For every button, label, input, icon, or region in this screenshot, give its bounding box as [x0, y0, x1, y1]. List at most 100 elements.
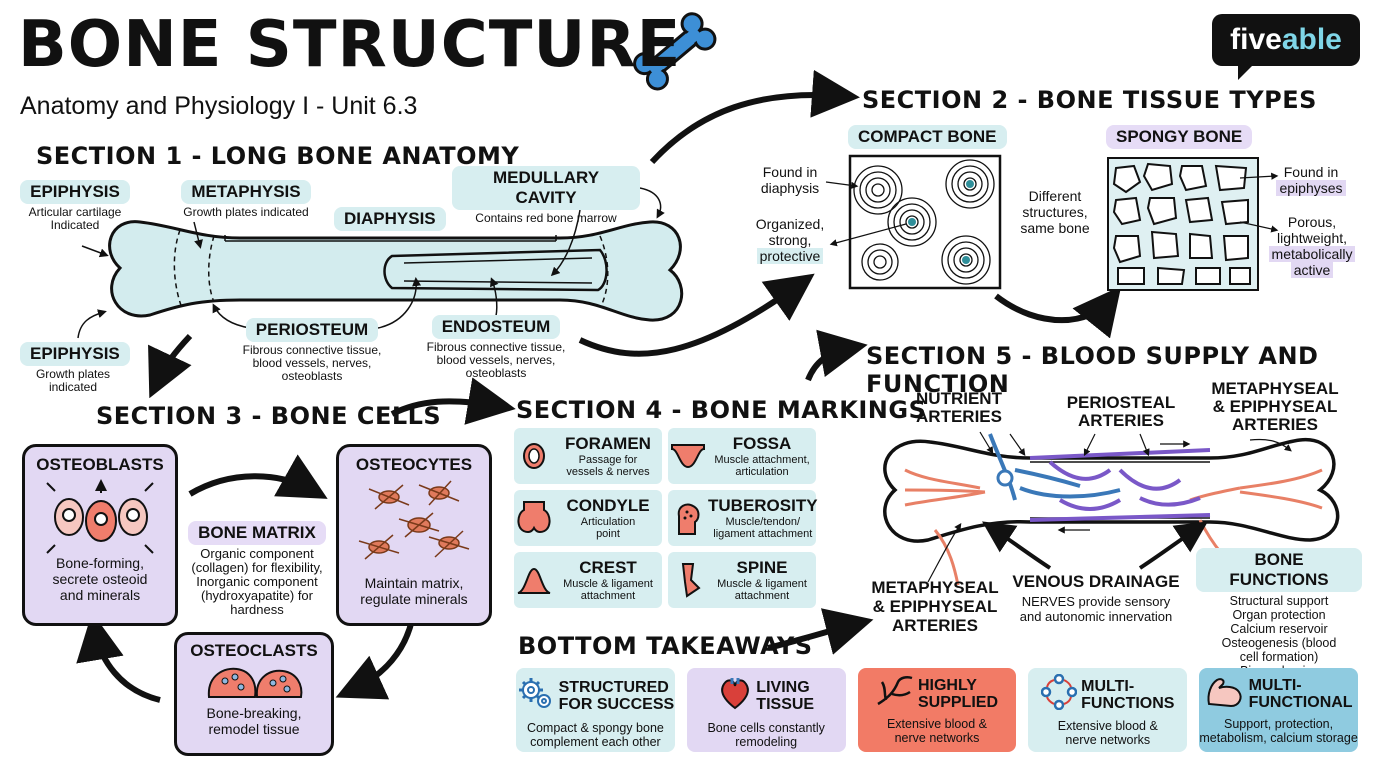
marking-name: FORAMEN — [565, 434, 651, 453]
tissue-middle-line1: Different — [1028, 188, 1082, 204]
epiphysis-bottom-label: EPIPHYSIS Growth plates indicated — [20, 342, 130, 394]
page-title: BONE STRUCTURE — [18, 8, 682, 82]
takeaway-desc-2: complement each other — [530, 735, 661, 749]
takeaway-desc-1: Compact & spongy bone — [526, 721, 664, 735]
spongy-found-line1: Found in — [1283, 164, 1339, 180]
nutrient-line2: ARTERIES — [916, 407, 1002, 426]
osteoblasts-title: OSTEOBLASTS — [36, 455, 164, 474]
periosteum-label: PERIOSTEUM Fibrous connective tissue, bl… — [230, 318, 394, 383]
epiphysis-top-line2: Indicated — [50, 218, 100, 232]
cycle-icon — [1040, 673, 1078, 715]
marking-desc-2: ligament attachment — [713, 528, 813, 540]
bone-matrix-label: BONE MATRIX Organic component (collagen)… — [182, 521, 332, 617]
bone-function-item: cell formation) — [1239, 650, 1319, 664]
meta-top-line2: & EPIPHYSEAL — [1212, 397, 1338, 416]
section-4-title: SECTION 4 - BONE MARKINGS — [516, 396, 927, 424]
metaphysis-desc: Growth plates indicated — [183, 205, 309, 219]
logo-text-a: five — [1230, 23, 1282, 56]
takeaway-title-2: FOR SUCCESS — [558, 695, 675, 713]
takeaway-title-2: SUPPLIED — [917, 693, 998, 711]
marking-desc-2: point — [596, 528, 620, 540]
metaphysis-title: METAPHYSIS — [181, 180, 311, 204]
takeaway-desc-2: nerve networks — [1065, 733, 1151, 747]
marking-desc-1: Muscle & ligament — [563, 578, 653, 590]
endosteum-title: ENDOSTEUM — [431, 315, 561, 339]
spongy-bone-pattern — [1107, 157, 1279, 291]
bone-functions-title: BONE FUNCTIONS — [1196, 548, 1362, 592]
bone-matrix-line3: Inorganic component — [196, 574, 318, 589]
marking-desc-1: Muscle attachment, — [714, 454, 810, 466]
nutrient-arteries-label: NUTRIENT ARTERIES — [906, 390, 1012, 426]
metaphyseal-arteries-top-label: METAPHYSEAL & EPIPHYSEAL ARTERIES — [1200, 380, 1350, 434]
marking-desc-1: Articulation — [580, 516, 636, 528]
spongy-prop-line3: metabolically — [1268, 246, 1356, 262]
endosteum-line1: Fibrous connective tissue, — [426, 340, 566, 354]
takeaway-desc-2: metabolism, calcium storage — [1199, 731, 1358, 745]
osteoblasts-card: OSTEOBLASTS Bone-forming, secrete osteoi… — [22, 444, 178, 626]
marking-name: CONDYLE — [566, 496, 650, 515]
meta-top-line3: ARTERIES — [1232, 415, 1318, 434]
takeaway-title-1: HIGHLY — [917, 676, 977, 694]
osteoclasts-line2: remodel tissue — [208, 721, 300, 737]
takeaway-title-1: STRUCTURED — [558, 678, 669, 696]
takeaway-desc-2: remodeling — [735, 735, 798, 749]
spongy-found-line2: epiphyses — [1276, 180, 1346, 196]
compact-prop-line2: strong, — [768, 232, 812, 248]
epiphysis-bottom-line2: indicated — [48, 380, 98, 394]
endosteum-line2: blood vessels, nerves, — [436, 353, 556, 367]
osteoclasts-line1: Bone-breaking, — [206, 705, 302, 721]
spongy-properties: Porous, lightweight, metabolically activ… — [1262, 214, 1362, 278]
marking-desc-1: Muscle/tendon/ — [725, 516, 801, 528]
osteoclast-cells-icon — [207, 667, 303, 698]
spongy-found: Found in epiphyses — [1268, 164, 1354, 196]
takeaway-desc-1: Bone cells constantly — [707, 721, 825, 735]
osteoclasts-card: OSTEOCLASTS Bone-breaking, remodel tissu… — [174, 632, 334, 756]
venous-title: VENOUS DRAINAGE — [1012, 572, 1180, 591]
venous-line1: NERVES provide sensory — [1021, 594, 1171, 609]
section-1-title: SECTION 1 - LONG BONE ANATOMY — [36, 142, 520, 170]
logo-text-b: able — [1281, 23, 1342, 56]
compact-prop-line3: protective — [756, 248, 824, 264]
epiphysis-top-label: EPIPHYSIS Articular cartilage Indicated — [18, 180, 132, 232]
medullary-cavity-label: MEDULLARY CAVITY Contains red bone marro… — [452, 166, 640, 225]
diaphysis-label: DIAPHYSIS — [334, 207, 446, 231]
vessels-icon — [876, 674, 914, 713]
osteocytes-line1: Maintain matrix, — [364, 575, 464, 591]
heart-icon — [718, 674, 752, 717]
marking-desc-2: attachment — [580, 590, 636, 602]
tissue-middle-line2: structures, — [1022, 204, 1088, 220]
spongy-bone-title: SPONGY BONE — [1106, 125, 1253, 149]
compact-bone-label: COMPACT BONE — [848, 125, 1007, 149]
periosteal-arteries-label: PERIOSTEAL ARTERIES — [1058, 394, 1184, 430]
marking-desc-1: Passage for — [578, 454, 638, 466]
osteocytes-card: OSTEOCYTES Maintain matrix, regulate min… — [336, 444, 492, 626]
takeaway-title-2: TISSUE — [756, 695, 815, 713]
osteocyte-cells-icon — [358, 480, 470, 560]
tissue-middle-line3: same bone — [1020, 220, 1090, 236]
epiphysis-bottom-title: EPIPHYSIS — [20, 342, 130, 366]
meta-top-line1: METAPHYSEAL — [1211, 379, 1339, 398]
meta-bottom-line3: ARTERIES — [892, 616, 978, 635]
bone-icon — [633, 12, 717, 91]
long-bone-diagram — [77, 187, 684, 339]
nutrient-line1: NUTRIENT — [916, 389, 1002, 408]
bone-matrix-line4: (hydroxyapatite) for — [201, 588, 313, 603]
compact-found-line1: Found in — [762, 164, 818, 180]
marking-desc-1: Muscle & ligament — [717, 578, 807, 590]
muscle-icon — [1205, 674, 1245, 713]
marking-name: TUBEROSITY — [708, 496, 818, 515]
takeaway-desc-1: Support, protection, — [1224, 717, 1334, 731]
compact-found: Found in diaphysis — [748, 164, 832, 196]
periosteum-line3: osteoblasts — [281, 369, 343, 383]
compact-bone-pattern — [825, 154, 1002, 290]
compact-bone-title: COMPACT BONE — [848, 125, 1007, 149]
osteoblasts-line3: and minerals — [59, 587, 141, 603]
compact-properties: Organized, strong, protective — [746, 216, 834, 264]
